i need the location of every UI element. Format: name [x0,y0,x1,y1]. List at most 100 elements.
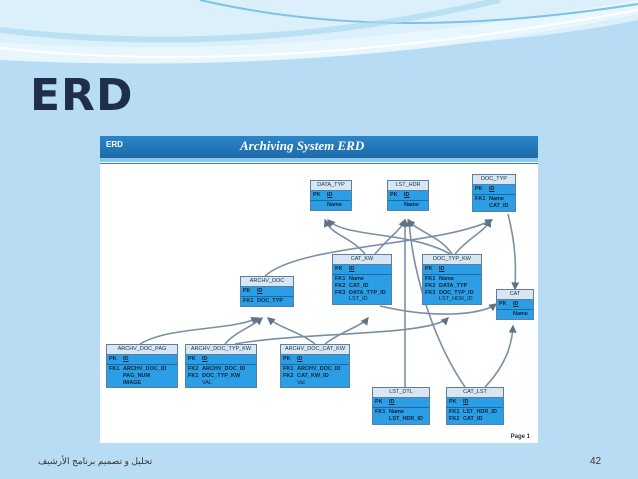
entity-field: ARCHV_DOC_ID [297,365,341,372]
entity-pk-field: ID [202,355,208,362]
link-doctypkw-datatyp [327,219,451,255]
entity-pk-field: ID [327,191,333,198]
entity-archv-doc[interactable]: ARCHV_DOC PK ID FK1 DOC_TYP [240,276,294,307]
entity-cat[interactable]: CAT PK ID Name [496,289,534,320]
erd-header-rule [100,163,538,164]
entity-field: DOC_TYP_ID [439,289,474,296]
slide-title: ERD [30,70,134,121]
link-catlst-cat [484,324,517,388]
link-typkw-doctypkw [234,317,449,345]
link-typkw-archvdoc [224,317,264,345]
entity-pk-field: ID [349,265,355,272]
entity-name: ARCHV_DOC_PAG [107,345,177,355]
entity-key: FK1 [335,275,346,282]
entity-key: FK1 [243,297,254,304]
entity-pk-field: ID [513,300,519,307]
erd-header-stripe [100,158,538,162]
entity-pk-field: ID [489,185,495,192]
entity-key: PK [283,355,291,362]
entity-field: CAT_KW_ID [297,372,329,379]
entity-name: DATA_TYP [311,181,351,191]
entity-key: FK1 [375,408,386,415]
entity-key: PK [425,265,433,272]
erd-diagram: ERD Archiving System ERD [100,136,538,443]
entity-field: Name [513,310,528,317]
link-catkw2-catkw [324,316,369,345]
entity-name: LST_DTL [373,388,429,398]
entity-name: CAT_LST [447,388,503,398]
entity-field: DATA_TYP [439,282,468,289]
entity-pk-field: ID [297,355,303,362]
entity-key: FK2 [283,372,294,379]
link-archvdoc-doctyp [264,219,494,277]
erd-title: Archiving System ERD [240,138,365,153]
entity-field: LST_HDR_ID [439,296,473,303]
entity-field: PAG_NUM [123,372,151,379]
entity-key: FK1 [449,408,460,415]
entity-key: PK [390,191,398,198]
entity-key [313,202,327,209]
entity-name: DOC_TYP_KW [423,255,481,265]
entity-key: FK1 [109,365,120,372]
entity-pk-field: ID [123,355,129,362]
entity-lst-hdr[interactable]: LST_HDR PK ID Name [387,180,429,211]
link-catkw2-archvdoc [266,317,316,345]
entity-pk-field: ID [389,398,395,405]
entity-field: CAT_ID [489,202,509,209]
entity-field: Name [489,195,504,202]
link-pag-archvdoc [139,317,260,345]
entity-key: PK [375,398,383,405]
entity-key: FK2 [425,282,436,289]
erd-page-label: Page 1 [510,434,530,440]
entity-name: ARCHV_DOC [241,277,293,287]
entity-field: IMAGE [123,379,142,386]
entity-pk-field: ID [439,265,445,272]
entity-key [499,311,513,318]
entity-key: FK3 [335,289,346,296]
entity-field: Val [297,379,305,386]
entity-pk-field: ID [463,398,469,405]
entity-name: ARCHV_DOC_CAT_KW [281,345,349,355]
entity-field: VAL [202,379,212,386]
entity-key: PK [109,355,117,362]
entity-name: LST_HDR [388,181,428,191]
entity-field: LST_HDR_ID [389,415,423,422]
entity-key: PK [243,287,251,294]
entity-field: Name [349,275,364,282]
entity-field: LST_HDR_ID [463,408,497,415]
erd-header-label: ERD [106,140,123,149]
slide-page-number: 42 [590,456,602,467]
link-catkw-datatyp [324,218,366,255]
entity-key: PK [188,355,196,362]
link-doctypkw-doctyp [454,218,492,255]
entity-pk-field: ID [404,191,410,198]
entity-field: ARCHV_DOC_ID [202,365,246,372]
link-catkw-cat [379,303,498,315]
entity-data-typ[interactable]: DATA_TYP PK ID Name [310,180,352,211]
entity-field: DOC_TYP [257,297,283,304]
entity-field: Name [389,408,404,415]
entity-key: PK [335,265,343,272]
entity-name: CAT_KW [333,255,391,265]
entity-key: FK2 [188,365,199,372]
entity-key: PK [449,398,457,405]
entity-name: DOC_TYP [473,175,515,185]
entity-key: PK [313,191,321,198]
entity-key [390,202,404,209]
entity-field: CAT_ID [463,415,483,422]
entity-name: CAT [497,290,533,300]
entity-key: FK1 [188,372,199,379]
slide-footer-text: تحليل و تصميم برنامج الأرشيف [38,456,153,466]
erd-header-bar: ERD Archiving System ERD [100,136,538,158]
link-doctyp-cat [507,213,520,291]
entity-key: FK2 [335,282,346,289]
entity-field: DOC_TYP_KW [202,372,241,379]
